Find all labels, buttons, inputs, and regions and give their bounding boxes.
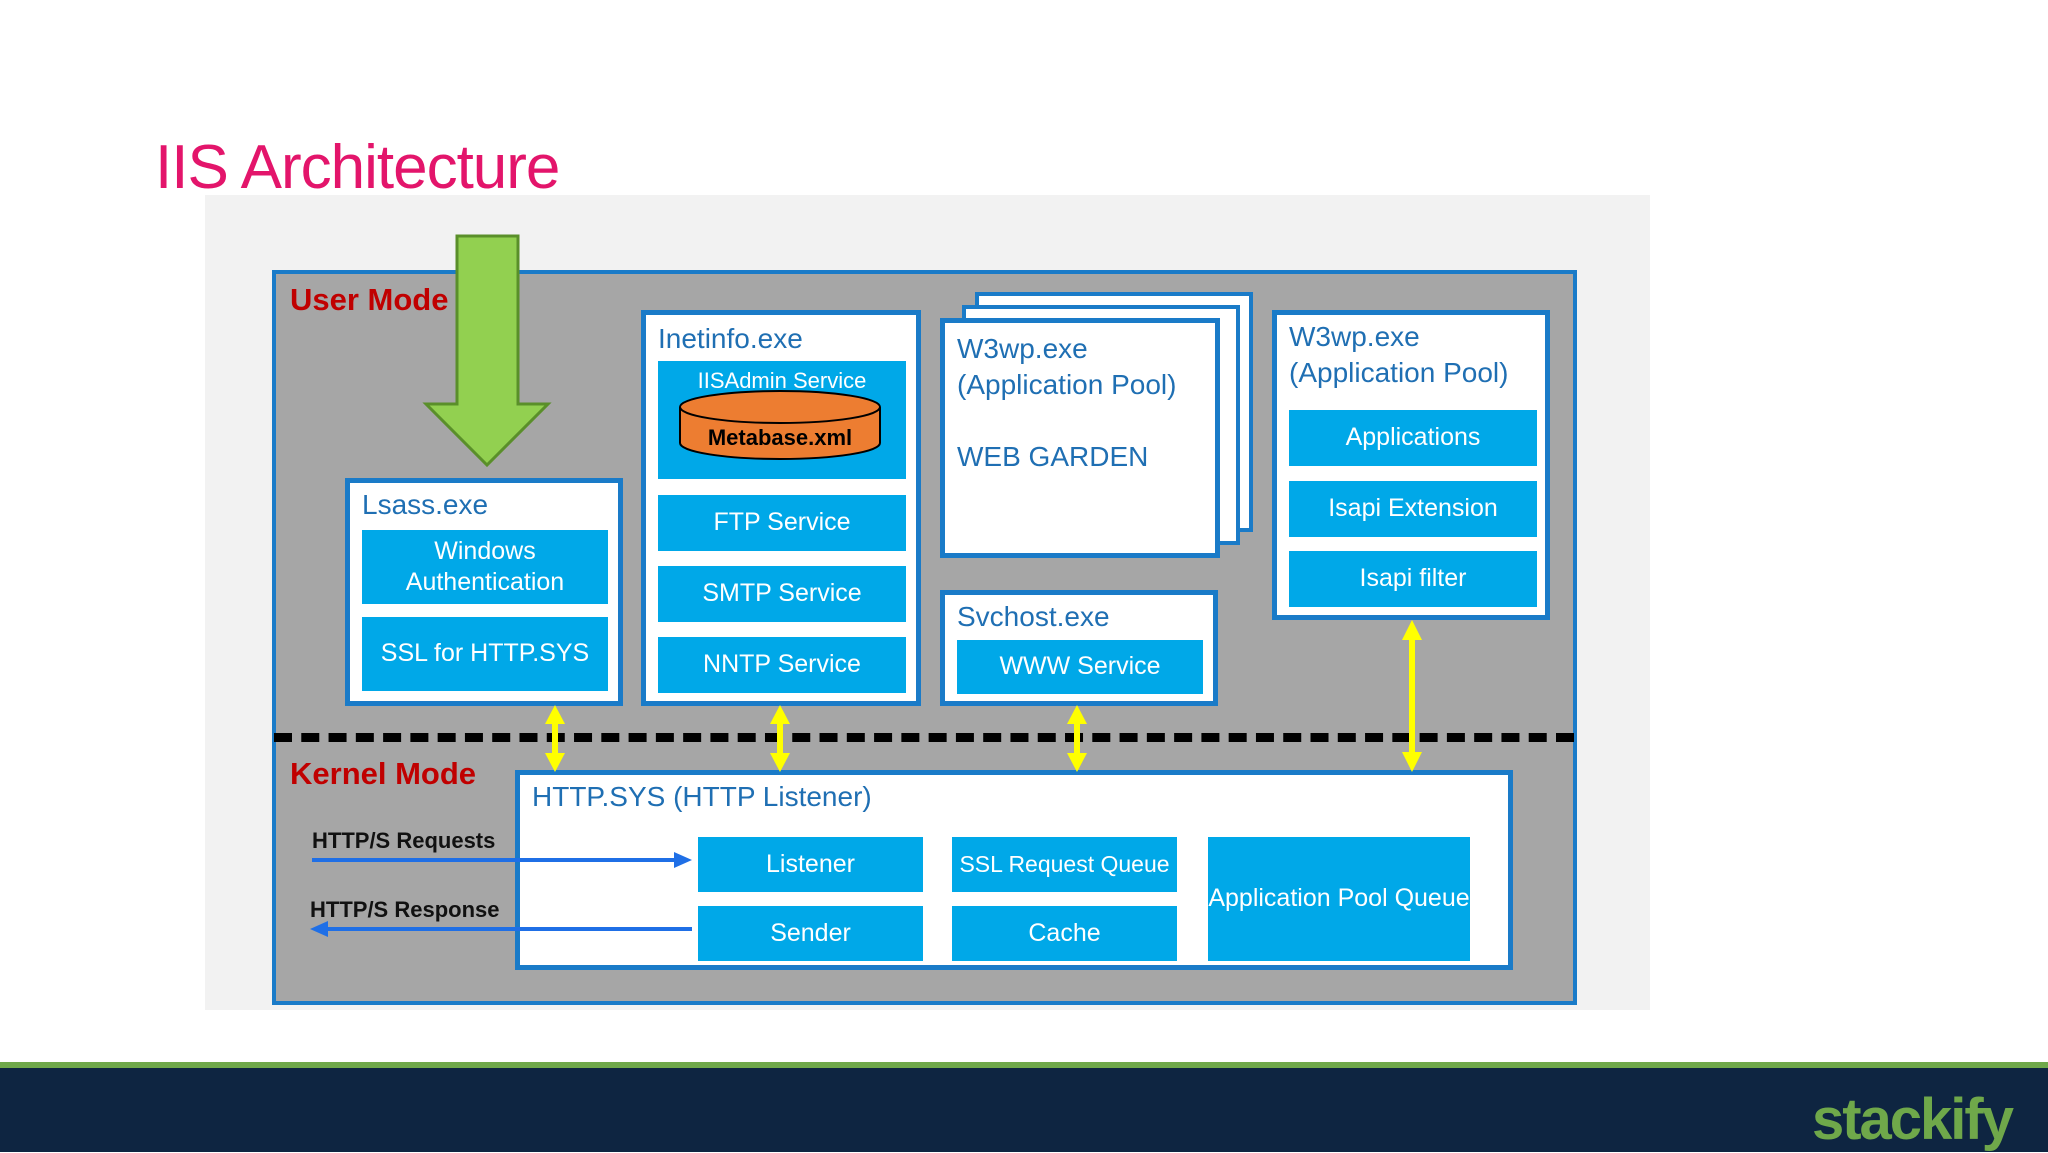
lsass-title: Lsass.exe xyxy=(362,489,489,520)
w3wp-garden-subtitle: (Application Pool) xyxy=(957,369,1177,400)
kernel-mode-label: Kernel Mode xyxy=(290,756,477,791)
ssl-for-httpsys: SSL for HTTP.SYS xyxy=(362,617,608,691)
svchost-box: Svchost.exe WWW Service xyxy=(940,590,1218,706)
mode-divider xyxy=(274,733,1574,742)
entry-down-arrow-icon xyxy=(422,234,552,468)
svchost-title: Svchost.exe xyxy=(957,601,1110,632)
application-pool-queue: Application Pool Queue xyxy=(1208,837,1470,961)
w3wp-pool-box: W3wp.exe (Application Pool) Applications… xyxy=(1272,310,1550,620)
smtp-service: SMTP Service xyxy=(658,566,906,622)
http-response-label: HTTP/S Response xyxy=(310,897,500,922)
iisadmin-label: IISAdmin Service xyxy=(697,368,867,393)
cache: Cache xyxy=(952,906,1177,961)
response-arrow-icon xyxy=(310,921,692,937)
metabase-label: Metabase.xml xyxy=(708,425,852,450)
isapi-filter: Isapi filter xyxy=(1289,551,1537,607)
applications: Applications xyxy=(1289,410,1537,466)
user-mode-label: User Mode xyxy=(290,282,449,317)
web-garden-label: WEB GARDEN xyxy=(957,441,1149,472)
w3wp-pool-subtitle: (Application Pool) xyxy=(1289,357,1509,388)
w3wp-garden-title: W3wp.exe xyxy=(957,333,1088,364)
httpsys-title: HTTP.SYS (HTTP Listener) xyxy=(532,781,872,812)
footer-bar: stackify xyxy=(0,1062,2048,1152)
slide-title: IIS Architecture xyxy=(155,133,560,202)
metabase-database-icon: Metabase.xml xyxy=(679,390,881,460)
w3wp-garden-box: W3wp.exe (Application Pool) WEB GARDEN xyxy=(940,318,1220,558)
inetinfo-title: Inetinfo.exe xyxy=(658,323,803,354)
http-requests-label: HTTP/S Requests xyxy=(312,828,496,853)
inetinfo-connector-icon xyxy=(770,705,790,772)
lsass-box: Lsass.exe Windows Authentication SSL for… xyxy=(345,478,623,706)
inetinfo-box: Inetinfo.exe IISAdmin Service FTP Servic… xyxy=(641,310,921,706)
httpsys-box: HTTP.SYS (HTTP Listener) Listener Sender… xyxy=(515,770,1513,970)
isapi-extension: Isapi Extension xyxy=(1289,481,1537,537)
nntp-service: NNTP Service xyxy=(658,637,906,693)
w3wp-pool-connector-icon xyxy=(1402,620,1422,772)
lsass-connector-icon xyxy=(545,705,565,772)
www-service: WWW Service xyxy=(957,640,1203,694)
request-arrow-icon xyxy=(312,852,692,868)
stackify-logo: stackify xyxy=(1811,1087,2014,1152)
listener: Listener xyxy=(698,837,923,892)
windows-authentication: Windows Authentication xyxy=(362,530,608,604)
ftp-service: FTP Service xyxy=(658,495,906,551)
w3wp-pool-title: W3wp.exe xyxy=(1289,321,1420,352)
ssl-request-queue: SSL Request Queue xyxy=(952,837,1177,892)
sender: Sender xyxy=(698,906,923,961)
svchost-connector-icon xyxy=(1067,705,1087,772)
